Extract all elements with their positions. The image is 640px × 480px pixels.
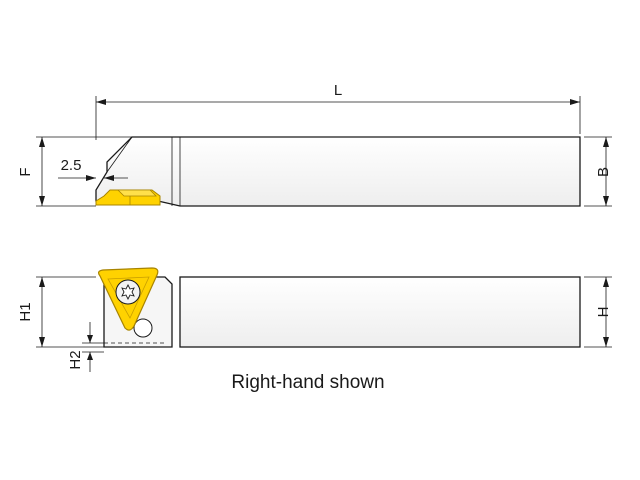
dim-F: F [17,136,132,207]
top-insert-clamp [117,189,157,197]
torx-icon [121,283,135,301]
dim-H: H [584,276,612,348]
dim-H1: H1 [17,276,104,348]
dim-H2: H2 [67,322,104,372]
top-chamfer-line [106,136,133,173]
top-view-shank [95,136,581,207]
clamp-circle [133,318,153,338]
side-view-shank [179,276,581,348]
dim-F-label: F [17,167,34,176]
dim-chamfer-label: 2.5 [61,157,82,174]
side-view [97,267,581,348]
caption: Right-hand shown [231,372,384,393]
top-view [95,136,581,207]
dim-L-label: L [334,82,342,99]
dim-H-label: H [595,307,612,318]
dim-H1-label: H1 [17,302,34,321]
dim-H2-label: H2 [67,350,84,369]
dim-B-label: B [595,167,612,177]
dim-B: B [584,136,612,207]
dim-L: L [95,82,581,140]
dim-chamfer: 2.5 [58,157,128,181]
